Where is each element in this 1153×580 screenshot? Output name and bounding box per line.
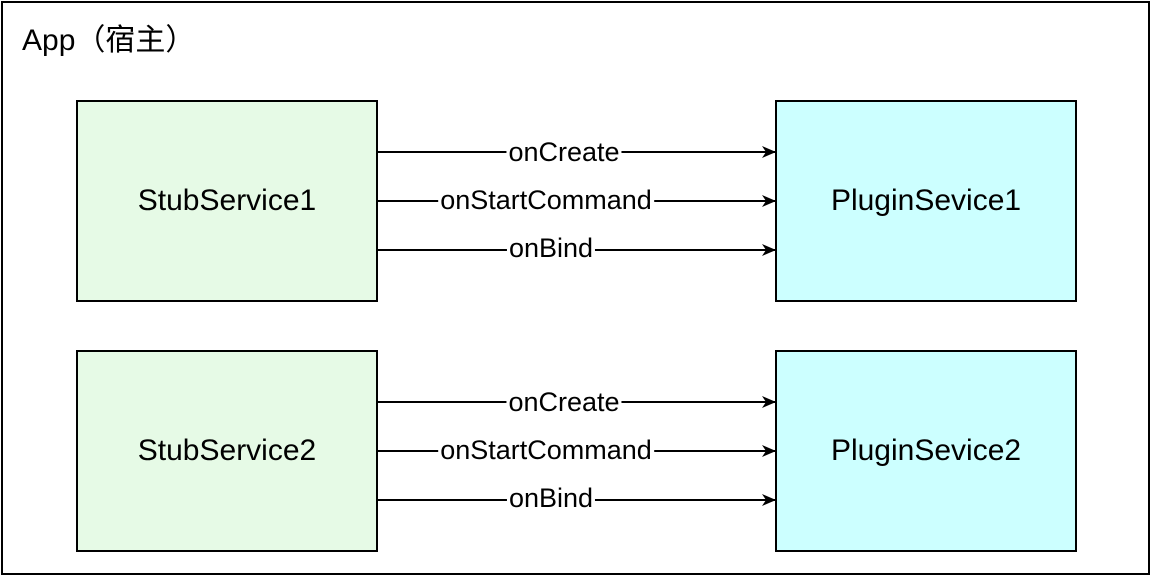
stub-service-1-box: StubService1 [76,100,378,302]
plugin-service-2-label: PluginSevice2 [830,434,1022,467]
edge-label-p1-onbind: onBind [506,233,596,263]
plugin-service-1-label: PluginSevice1 [830,184,1022,217]
container-title: App（宿主） [22,24,196,57]
edge-label-p2-onstartcommand: onStartCommand [438,435,654,465]
edge-label-p1-oncreate: onCreate [506,137,622,167]
stub-service-2-box: StubService2 [76,350,378,552]
stub-service-1-label: StubService1 [137,184,317,217]
edge-label-p1-onstartcommand: onStartCommand [438,185,654,215]
edge-label-p2-oncreate: onCreate [506,387,622,417]
plugin-service-2-box: PluginSevice2 [775,350,1077,552]
stub-service-2-label: StubService2 [137,434,317,467]
plugin-service-1-box: PluginSevice1 [775,100,1077,302]
edge-label-p2-onbind: onBind [506,483,596,513]
